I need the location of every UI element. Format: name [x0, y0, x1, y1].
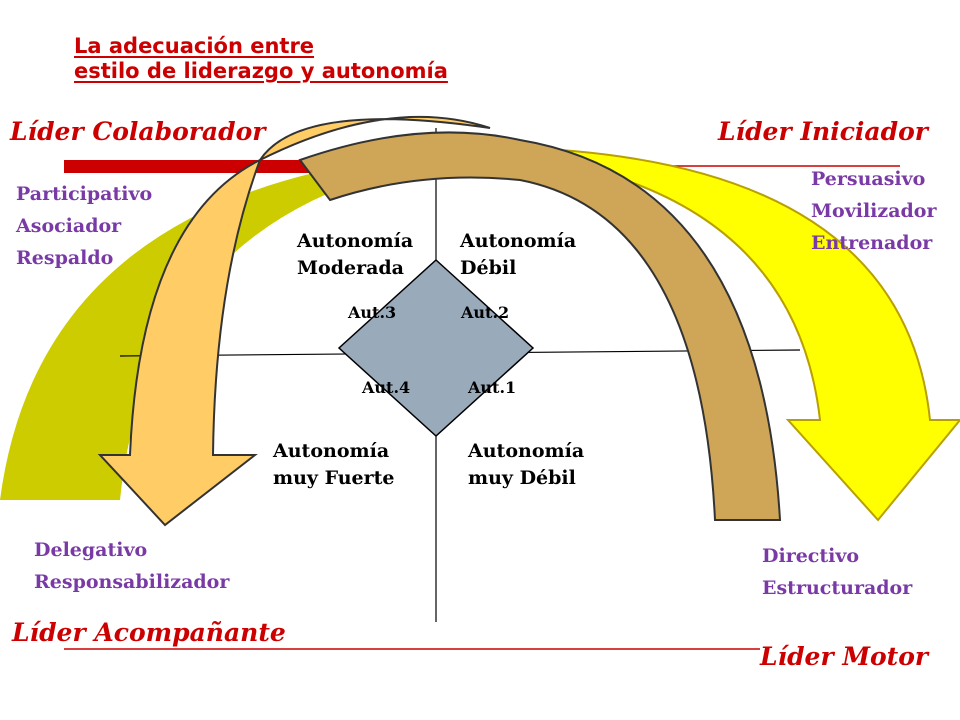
style-item: Responsabilizador: [34, 571, 230, 593]
yellow-arrow: [419, 146, 960, 522]
autonomy-line: Moderada: [297, 257, 404, 279]
autonomy-line: Autonomía: [297, 230, 414, 252]
autonomy-line: Débil: [460, 257, 517, 279]
styles-iniciador: Persuasivo Movilizador Entrenador: [811, 163, 936, 259]
peach-arrow: [97, 115, 491, 527]
autonomy-muy-fuerte: Autonomía muy Fuerte: [273, 438, 395, 492]
leader-acompanante: Líder Acompañante: [12, 618, 286, 647]
styles-colaborador: Participativo Asociador Respaldo: [16, 178, 152, 274]
autonomy-line: Autonomía: [460, 230, 577, 252]
tan-arrow: [298, 131, 782, 521]
leader-iniciador: Líder Iniciador: [718, 117, 928, 146]
style-item: Entrenador: [811, 232, 933, 254]
autonomy-line: Autonomía: [273, 440, 390, 462]
styles-motor: Directivo Estructurador: [762, 540, 912, 604]
aut2-label: Aut.2: [461, 303, 510, 322]
leader-motor: Líder Motor: [760, 642, 929, 671]
autonomy-line: Autonomía: [468, 440, 585, 462]
olive-arrow: [0, 155, 470, 500]
aut3-label: Aut.3: [348, 303, 397, 322]
autonomy-moderada: Autonomía Moderada: [297, 228, 413, 282]
autonomy-muy-debil: Autonomía muy Débil: [468, 438, 584, 492]
title-line-1: La adecuación entre: [74, 34, 315, 58]
style-item: Delegativo: [34, 539, 148, 561]
style-item: Movilizador: [811, 200, 937, 222]
page-title: La adecuación entre estilo de liderazgo …: [74, 34, 448, 84]
style-item: Directivo: [762, 545, 860, 567]
style-item: Participativo: [16, 183, 153, 205]
autonomy-line: muy Fuerte: [273, 467, 395, 489]
aut1-label: Aut.1: [468, 378, 517, 397]
title-line-2: estilo de liderazgo y autonomía: [74, 59, 448, 83]
styles-acompanante: Delegativo Responsabilizador: [34, 534, 229, 598]
style-item: Estructurador: [762, 577, 913, 599]
style-item: Respaldo: [16, 247, 114, 269]
autonomy-diamond: [337, 258, 535, 438]
style-item: Asociador: [16, 215, 122, 237]
autonomy-line: muy Débil: [468, 467, 576, 489]
style-item: Persuasivo: [811, 168, 926, 190]
autonomy-debil: Autonomía Débil: [460, 228, 576, 282]
aut4-label: Aut.4: [362, 378, 411, 397]
leader-colaborador: Líder Colaborador: [10, 117, 266, 146]
